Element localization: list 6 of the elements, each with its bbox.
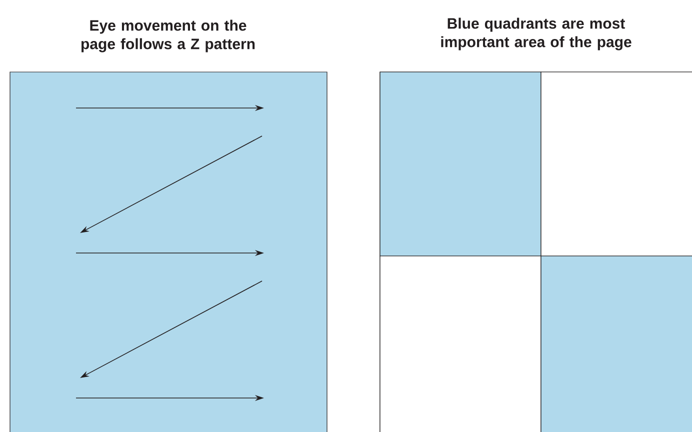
panel-heading: Eye movement on the page follows a Z pattern [81,20,255,52]
quadrant-box [380,72,542,256]
quadrant-box [540,256,692,432]
quadrant-box [540,72,692,256]
quadrant-box [380,256,542,432]
panel-heading: Blue quadrants are most important area of the page [441,18,632,50]
